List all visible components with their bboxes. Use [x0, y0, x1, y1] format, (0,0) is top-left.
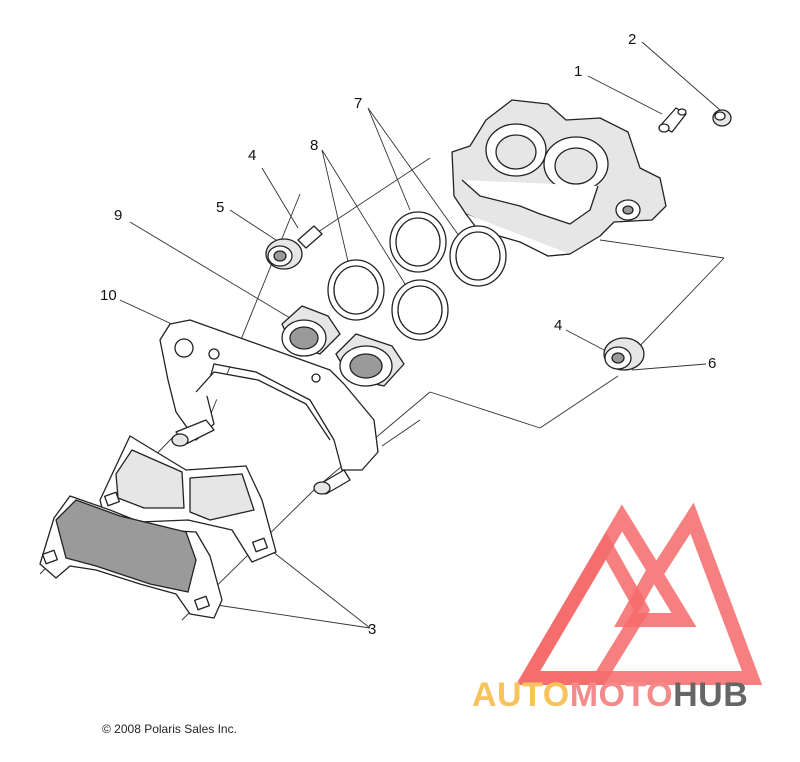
- caliper-bracket: [159, 319, 379, 495]
- bushing-right: [603, 337, 645, 371]
- brand-hub: HUB: [673, 676, 749, 714]
- bleeder-cap: [712, 109, 732, 127]
- callout-9: 9: [114, 207, 122, 224]
- callout-8: 8: [310, 137, 318, 154]
- piston-seals: [389, 211, 507, 287]
- callout-labels: 1 2 3 4 4 5 6 7 8 9 10: [100, 31, 716, 638]
- callout-4-left: 4: [248, 147, 256, 164]
- callout-4-right: 4: [554, 317, 562, 334]
- callout-3: 3: [368, 621, 376, 638]
- pistons: [281, 305, 405, 387]
- bleeder-screw: [658, 107, 687, 133]
- callout-7: 7: [354, 95, 362, 112]
- watermark-logo: [515, 502, 763, 685]
- brand-auto: AUTO: [472, 676, 570, 714]
- bushing-left: [265, 225, 323, 270]
- callout-2: 2: [628, 31, 636, 48]
- callout-10: 10: [100, 287, 117, 304]
- brand-moto: MOTO: [569, 676, 674, 714]
- copyright-notice: © 2008 Polaris Sales Inc.: [102, 722, 237, 736]
- callout-6: 6: [708, 355, 716, 372]
- brake-pad-outer: [39, 495, 223, 619]
- caliper-housing: [451, 99, 667, 257]
- callout-1: 1: [574, 63, 582, 80]
- dust-seals: [327, 259, 449, 341]
- watermark-brand: AUTOMOTOHUB: [472, 676, 748, 715]
- brake-pad-inner: [99, 435, 277, 563]
- callout-5: 5: [216, 199, 224, 216]
